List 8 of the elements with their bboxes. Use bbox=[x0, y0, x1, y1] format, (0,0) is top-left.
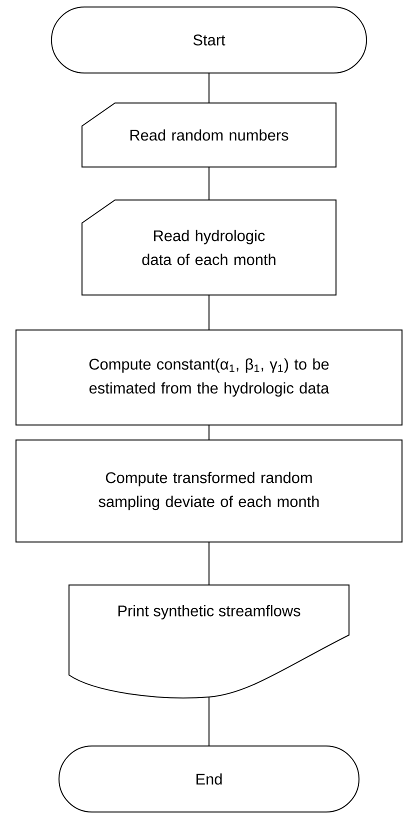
connector-line bbox=[208, 425, 210, 440]
connector-line bbox=[208, 167, 210, 200]
connector-line bbox=[208, 542, 210, 585]
connector-line bbox=[208, 697, 210, 746]
connector-line bbox=[208, 73, 210, 103]
connector-line bbox=[208, 295, 210, 330]
process-box: Compute transformed random sampling deviate of each month bbox=[16, 440, 402, 542]
process-box: Compute constant(α$_{1}$, β$_{1}$, γ$_{1}$) to be estimated from the hydrologic data bbox=[16, 330, 402, 426]
